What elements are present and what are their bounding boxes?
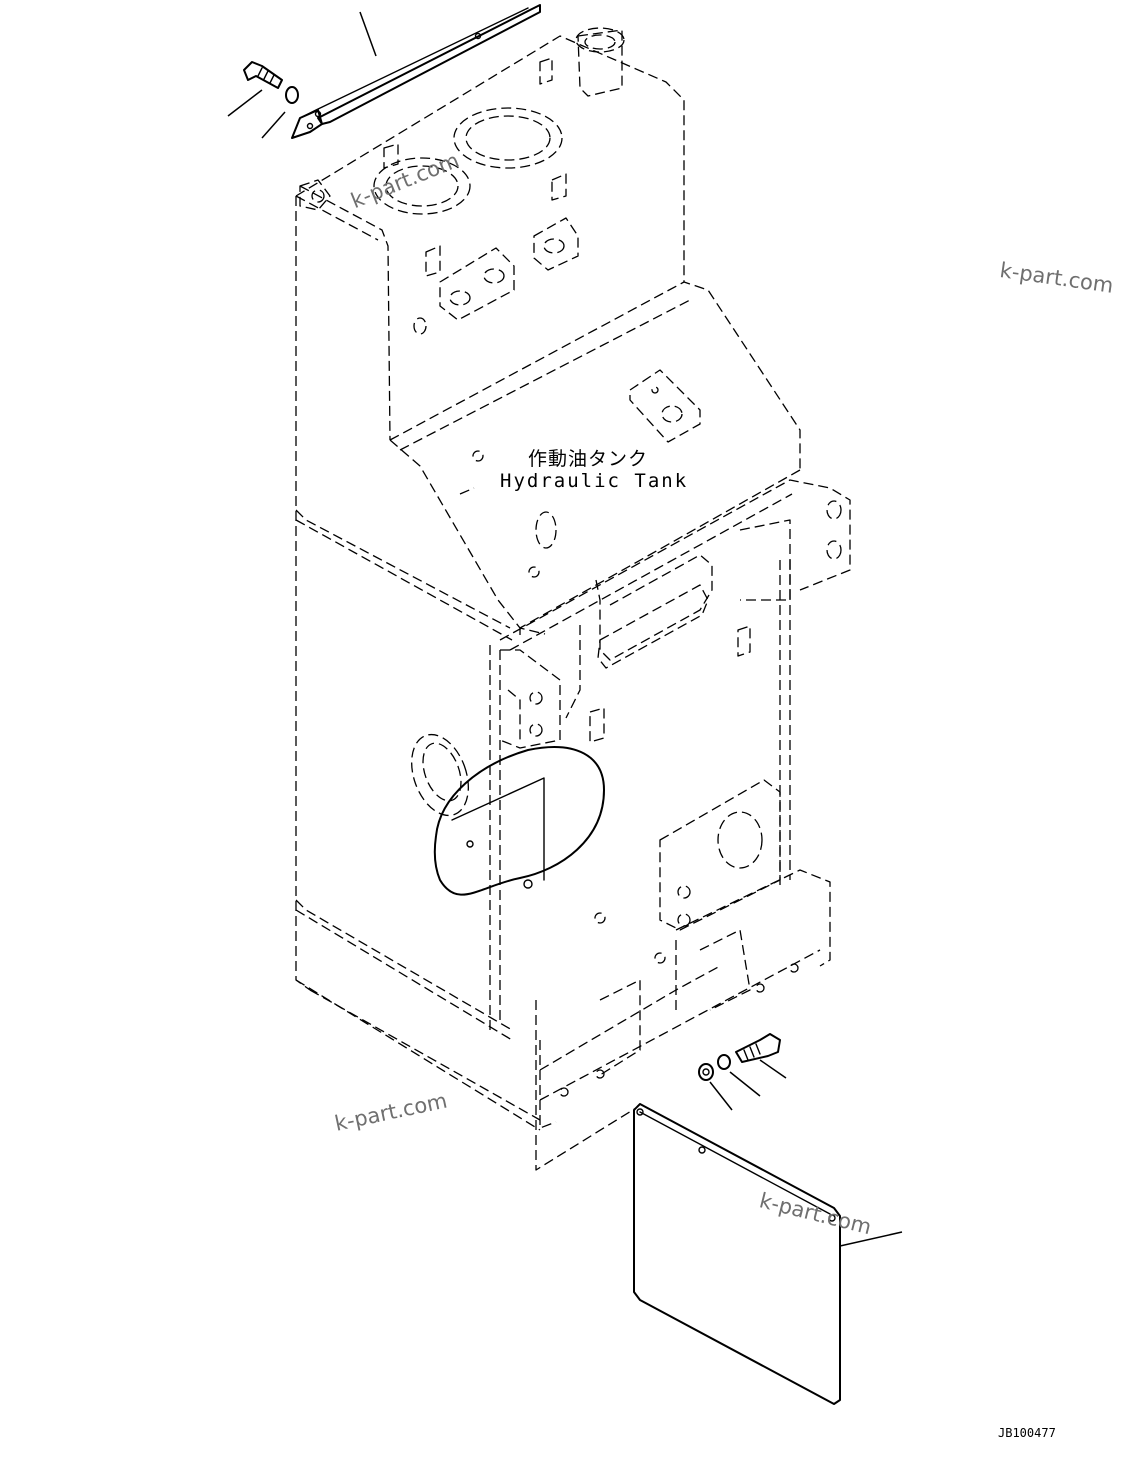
leader-line-bottom-bolt bbox=[759, 1059, 787, 1079]
leader-line-flat-washer bbox=[709, 1081, 733, 1111]
top-fittings bbox=[299, 27, 842, 1097]
top-washer bbox=[285, 86, 299, 104]
bottom-cover-plate bbox=[633, 1103, 841, 1405]
leader-line-spring-washer bbox=[729, 1071, 761, 1097]
component-label-en: Hydraulic Tank bbox=[500, 470, 689, 492]
drawing-number: JB100477 bbox=[998, 1426, 1056, 1440]
component-label-jp: 作動油タンク bbox=[528, 448, 649, 470]
bottom-spring-washer bbox=[717, 1054, 731, 1070]
inspection-cover bbox=[433, 746, 605, 896]
tank-body bbox=[295, 35, 851, 1171]
leader-line-washer bbox=[261, 111, 286, 139]
bottom-bolt bbox=[735, 1033, 781, 1063]
leader-line-bolt bbox=[227, 89, 263, 117]
top-bracket bbox=[291, 4, 541, 139]
bottom-flat-washer bbox=[698, 1063, 714, 1081]
leader-line-bracket bbox=[359, 11, 377, 57]
leader-line-cover-plate bbox=[839, 1231, 903, 1247]
top-bolt bbox=[243, 61, 283, 89]
